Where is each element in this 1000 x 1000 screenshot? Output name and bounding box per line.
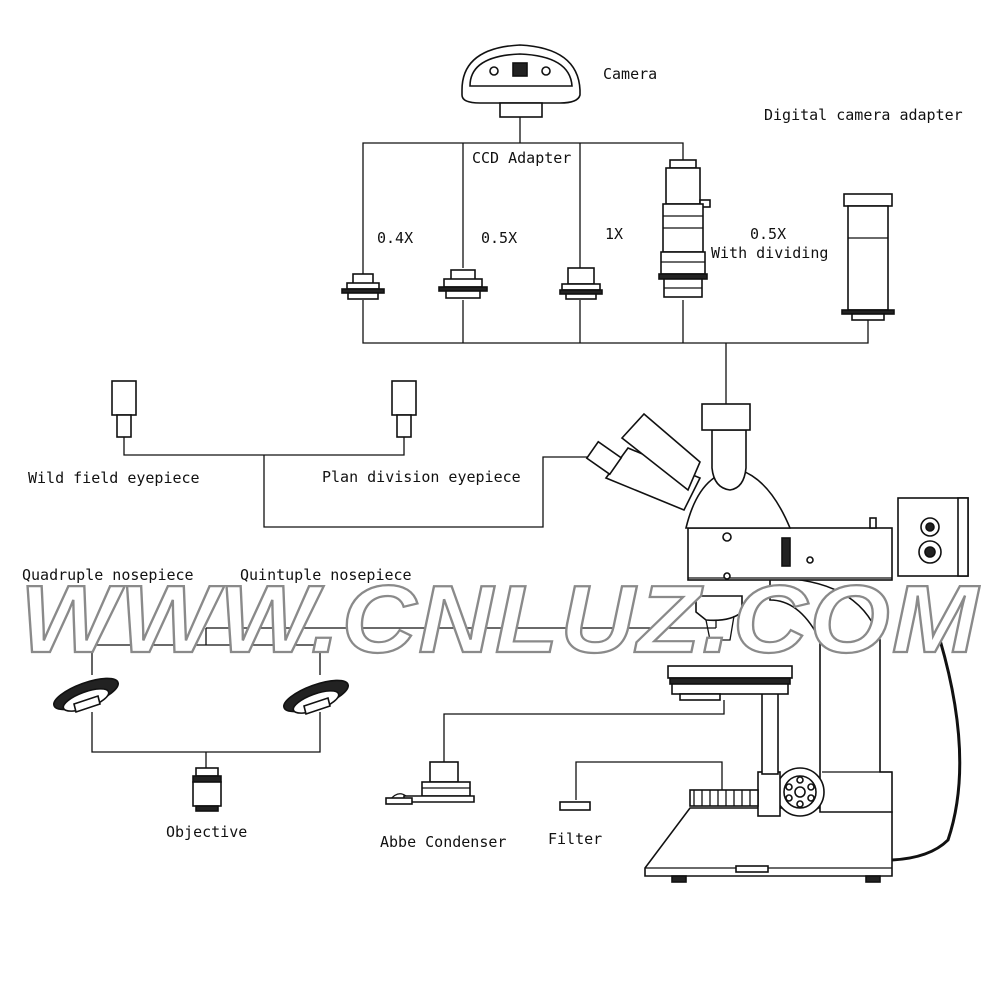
plan-division-eyepiece-label: Plan division eyepiece xyxy=(322,468,521,486)
filter-label: Filter xyxy=(548,830,602,848)
adapter-05x-dividing-label-line2: With dividing xyxy=(711,244,828,262)
adapter-05x-dividing-icon xyxy=(658,159,711,298)
quadruple-nosepiece-label: Quadruple nosepiece xyxy=(22,566,194,584)
camera-label: Camera xyxy=(603,65,657,83)
wild-field-eyepiece-label: Wild field eyepiece xyxy=(28,469,200,487)
adapter-1x-icon xyxy=(559,267,603,300)
watermark: WWW.CNLUZ.COM xyxy=(20,566,980,673)
adapter-04x-icon xyxy=(341,273,385,300)
filter-icon xyxy=(559,801,591,811)
ccd-adapter-label: CCD Adapter xyxy=(472,149,571,167)
labels: Camera Digital camera adapter CCD Adapte… xyxy=(22,65,963,851)
adapter-04x-label: 0.4X xyxy=(377,229,413,247)
adapter-1x-label: 1X xyxy=(605,225,623,243)
digital-camera-adapter-label: Digital camera adapter xyxy=(764,106,963,124)
adapter-05x-label: 0.5X xyxy=(481,229,517,247)
camera-icon xyxy=(461,44,581,118)
quintuple-nosepiece-icon xyxy=(283,679,349,716)
microscope-icon xyxy=(585,403,969,883)
quadruple-nosepiece-icon xyxy=(53,677,119,714)
digital-camera-adapter-icon xyxy=(841,193,895,321)
abbe-condenser-icon xyxy=(385,761,475,805)
adapter-05x-icon xyxy=(438,269,488,299)
wild-field-eyepiece-icon xyxy=(111,380,137,438)
connector-lines xyxy=(91,117,869,800)
plan-division-eyepiece-icon xyxy=(391,380,417,438)
abbe-condenser-label: Abbe Condenser xyxy=(380,833,506,851)
objective-icon xyxy=(192,767,222,812)
objective-label: Objective xyxy=(166,823,247,841)
adapter-05x-dividing-label: 0.5X xyxy=(750,225,786,243)
quintuple-nosepiece-label: Quintuple nosepiece xyxy=(240,566,412,584)
